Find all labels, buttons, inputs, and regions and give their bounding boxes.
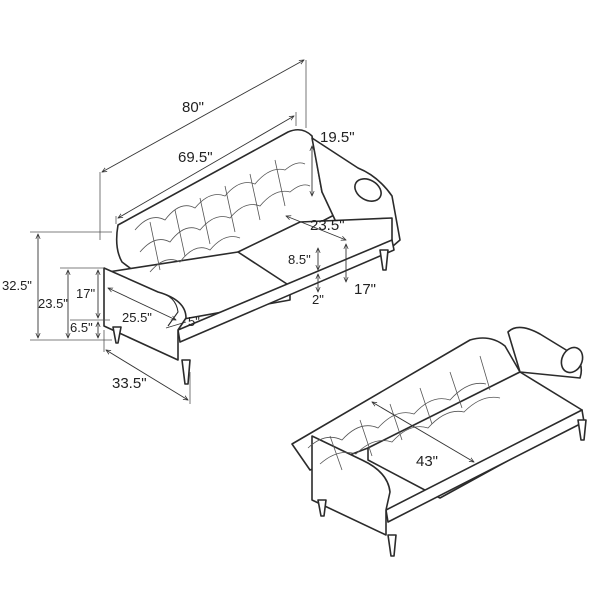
sofa-upright-illustration xyxy=(103,128,401,385)
label-cushion-thickness: 8.5" xyxy=(288,252,311,267)
dim-line-arm-depth xyxy=(108,287,176,321)
sofa-right-arm-bolster xyxy=(354,178,382,202)
dim-line-bed-depth xyxy=(372,402,474,462)
label-side-height: 23.5" xyxy=(38,296,68,311)
dim-line-seat-width xyxy=(118,116,294,218)
dimension-labels: 80" 69.5" 19.5" 23.5" 8.5" 17" 2" 32.5" … xyxy=(2,99,438,470)
label-leg-gap: 2" xyxy=(312,292,324,307)
dim-line-seat-depth xyxy=(286,216,346,240)
label-bed-depth: 43" xyxy=(416,453,438,470)
dim-line-arm-width xyxy=(165,321,187,329)
sofa-leg-back-right xyxy=(379,249,389,271)
bed-left-armrest xyxy=(311,435,391,536)
label-seat-depth: 23.5" xyxy=(310,217,345,234)
label-arm-height: 19.5" xyxy=(320,129,355,146)
label-overall-depth: 33.5" xyxy=(112,375,147,392)
sofa-leg-front-left xyxy=(112,326,122,344)
sofa-front-rail xyxy=(177,239,395,343)
label-seat-height: 17" xyxy=(354,281,376,298)
bed-leg-front-right xyxy=(387,534,397,557)
dimension-lines xyxy=(30,60,474,462)
label-leg-height: 6.5" xyxy=(70,320,93,335)
label-seat-width: 69.5" xyxy=(178,149,213,166)
sofa-leg-front-right xyxy=(181,359,191,385)
bed-leg-back-right xyxy=(577,419,587,441)
bed-right-bolster xyxy=(560,346,584,374)
bed-leg-front-left xyxy=(317,499,327,517)
label-arm-width: 5" xyxy=(188,314,200,329)
label-overall-width: 80" xyxy=(182,99,204,116)
label-arm-depth: 25.5" xyxy=(122,310,152,325)
label-side-seat-height: 17" xyxy=(76,286,95,301)
dim-line-overall-depth xyxy=(106,350,188,400)
sofa-bed-illustration xyxy=(291,326,587,557)
label-total-height: 32.5" xyxy=(2,278,32,293)
